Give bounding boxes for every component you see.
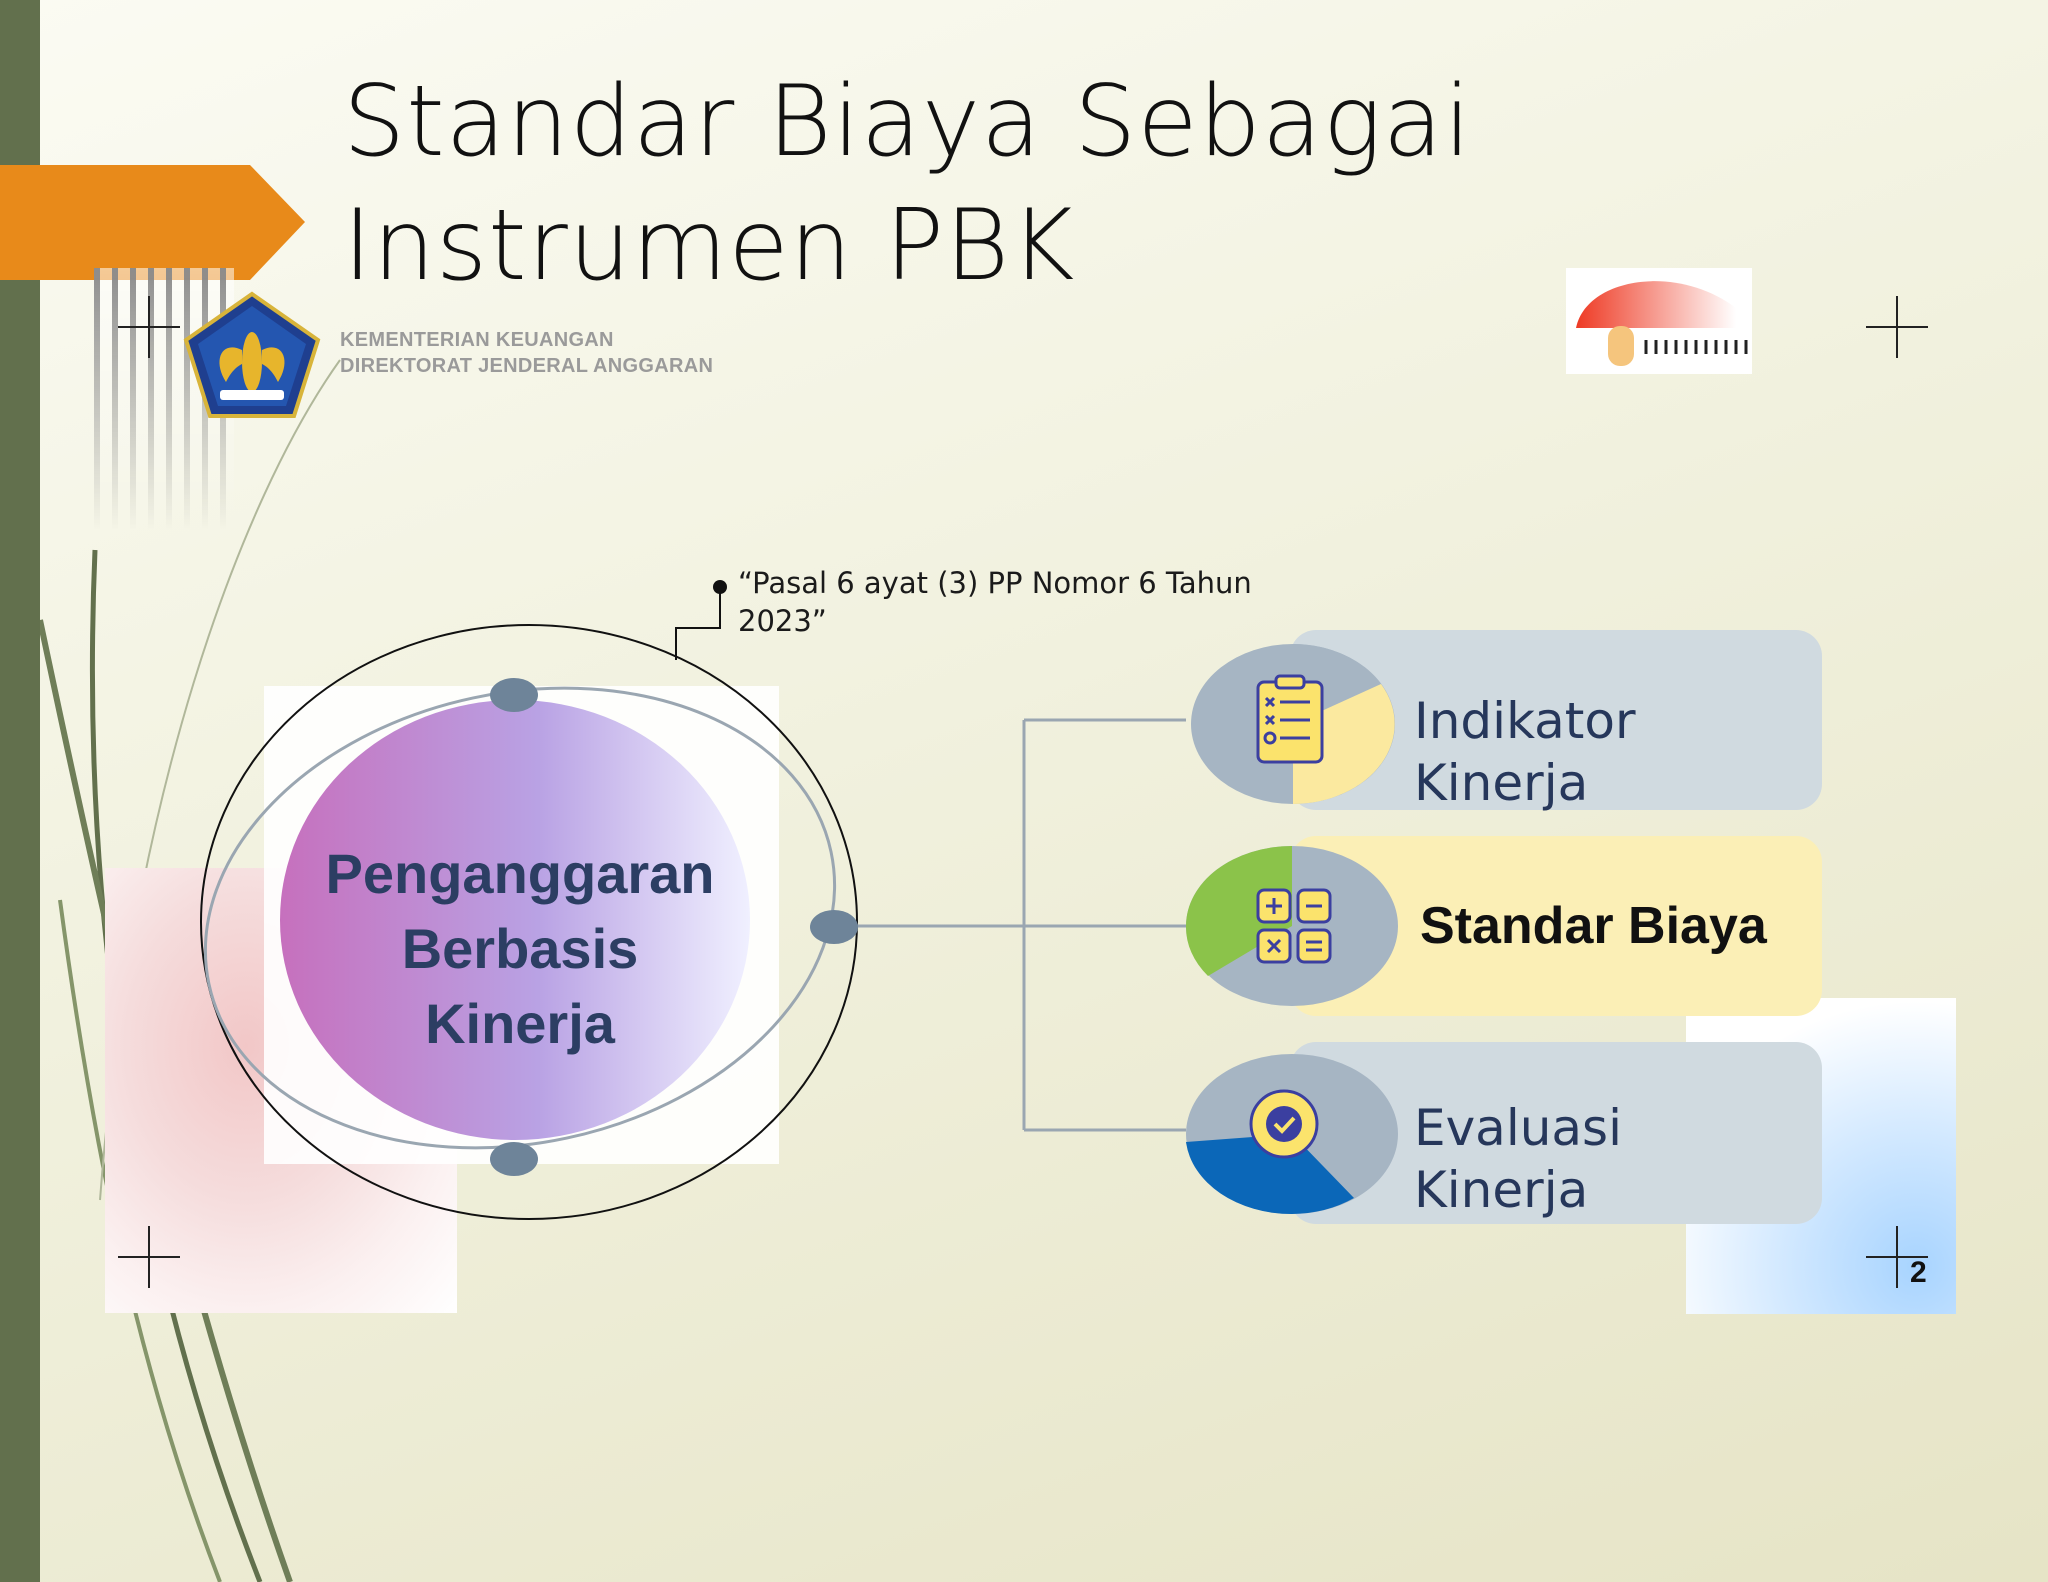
crosshair-mark-bottom-left xyxy=(118,1226,180,1288)
check-badge-icon xyxy=(1249,1089,1319,1159)
label-indikator-line-1: Indikator xyxy=(1414,692,1636,750)
citation-dot xyxy=(713,580,727,594)
orange-arrow-tab xyxy=(0,165,305,280)
label-indikator-kinerja: Indikator Kinerja xyxy=(1414,690,1636,814)
title-line-1: Standar Biaya Sebagai xyxy=(343,65,1473,179)
kemenkeu-seal-logo xyxy=(183,291,321,418)
org-name-line-1: KEMENTERIAN KEUANGAN xyxy=(340,329,614,351)
org-name-line-2: DIREKTORAT JENDERAL ANGGARAN xyxy=(340,355,714,377)
orbit-dot-right xyxy=(810,910,858,944)
crosshair-mark-bottom-right xyxy=(1866,1226,1928,1288)
page-title: Standar Biaya Sebagai Instrumen PBK xyxy=(343,60,1643,308)
label-indikator-line-2: Kinerja xyxy=(1414,754,1589,812)
checklist-icon xyxy=(1256,674,1324,764)
center-label-line-3: Kinerja xyxy=(425,992,615,1055)
orbit-dot-bottom xyxy=(490,1142,538,1176)
title-line-2: Instrumen PBK xyxy=(343,189,1076,303)
crosshair-mark-top-right xyxy=(1866,296,1928,358)
calculator-icon xyxy=(1256,888,1332,964)
decorative-gauge-image xyxy=(1566,268,1752,374)
label-evaluasi-line-2: Kinerja xyxy=(1414,1161,1589,1219)
label-evaluasi-line-1: Evaluasi xyxy=(1414,1099,1622,1157)
citation-text: “Pasal 6 ayat (3) PP Nomor 6 Tahun 2023” xyxy=(738,564,1298,640)
pie-standar-biaya xyxy=(1185,846,1398,1006)
center-label-line-1: Penganggaran xyxy=(325,842,715,905)
center-circle xyxy=(280,700,750,1140)
label-standar-biaya: Standar Biaya xyxy=(1420,897,1767,955)
label-evaluasi-kinerja: Evaluasi Kinerja xyxy=(1414,1097,1622,1221)
center-label-line-2: Berbasis xyxy=(401,917,639,980)
page-number: 2 xyxy=(1910,1256,1927,1289)
orbit-dot-top xyxy=(490,678,538,712)
center-label: Penganggaran Berbasis Kinerja xyxy=(280,836,760,1061)
citation-line-2: 2023” xyxy=(738,604,827,638)
crosshair-mark-top-left xyxy=(118,296,180,358)
citation-line-1: “Pasal 6 ayat (3) PP Nomor 6 Tahun xyxy=(738,566,1252,600)
